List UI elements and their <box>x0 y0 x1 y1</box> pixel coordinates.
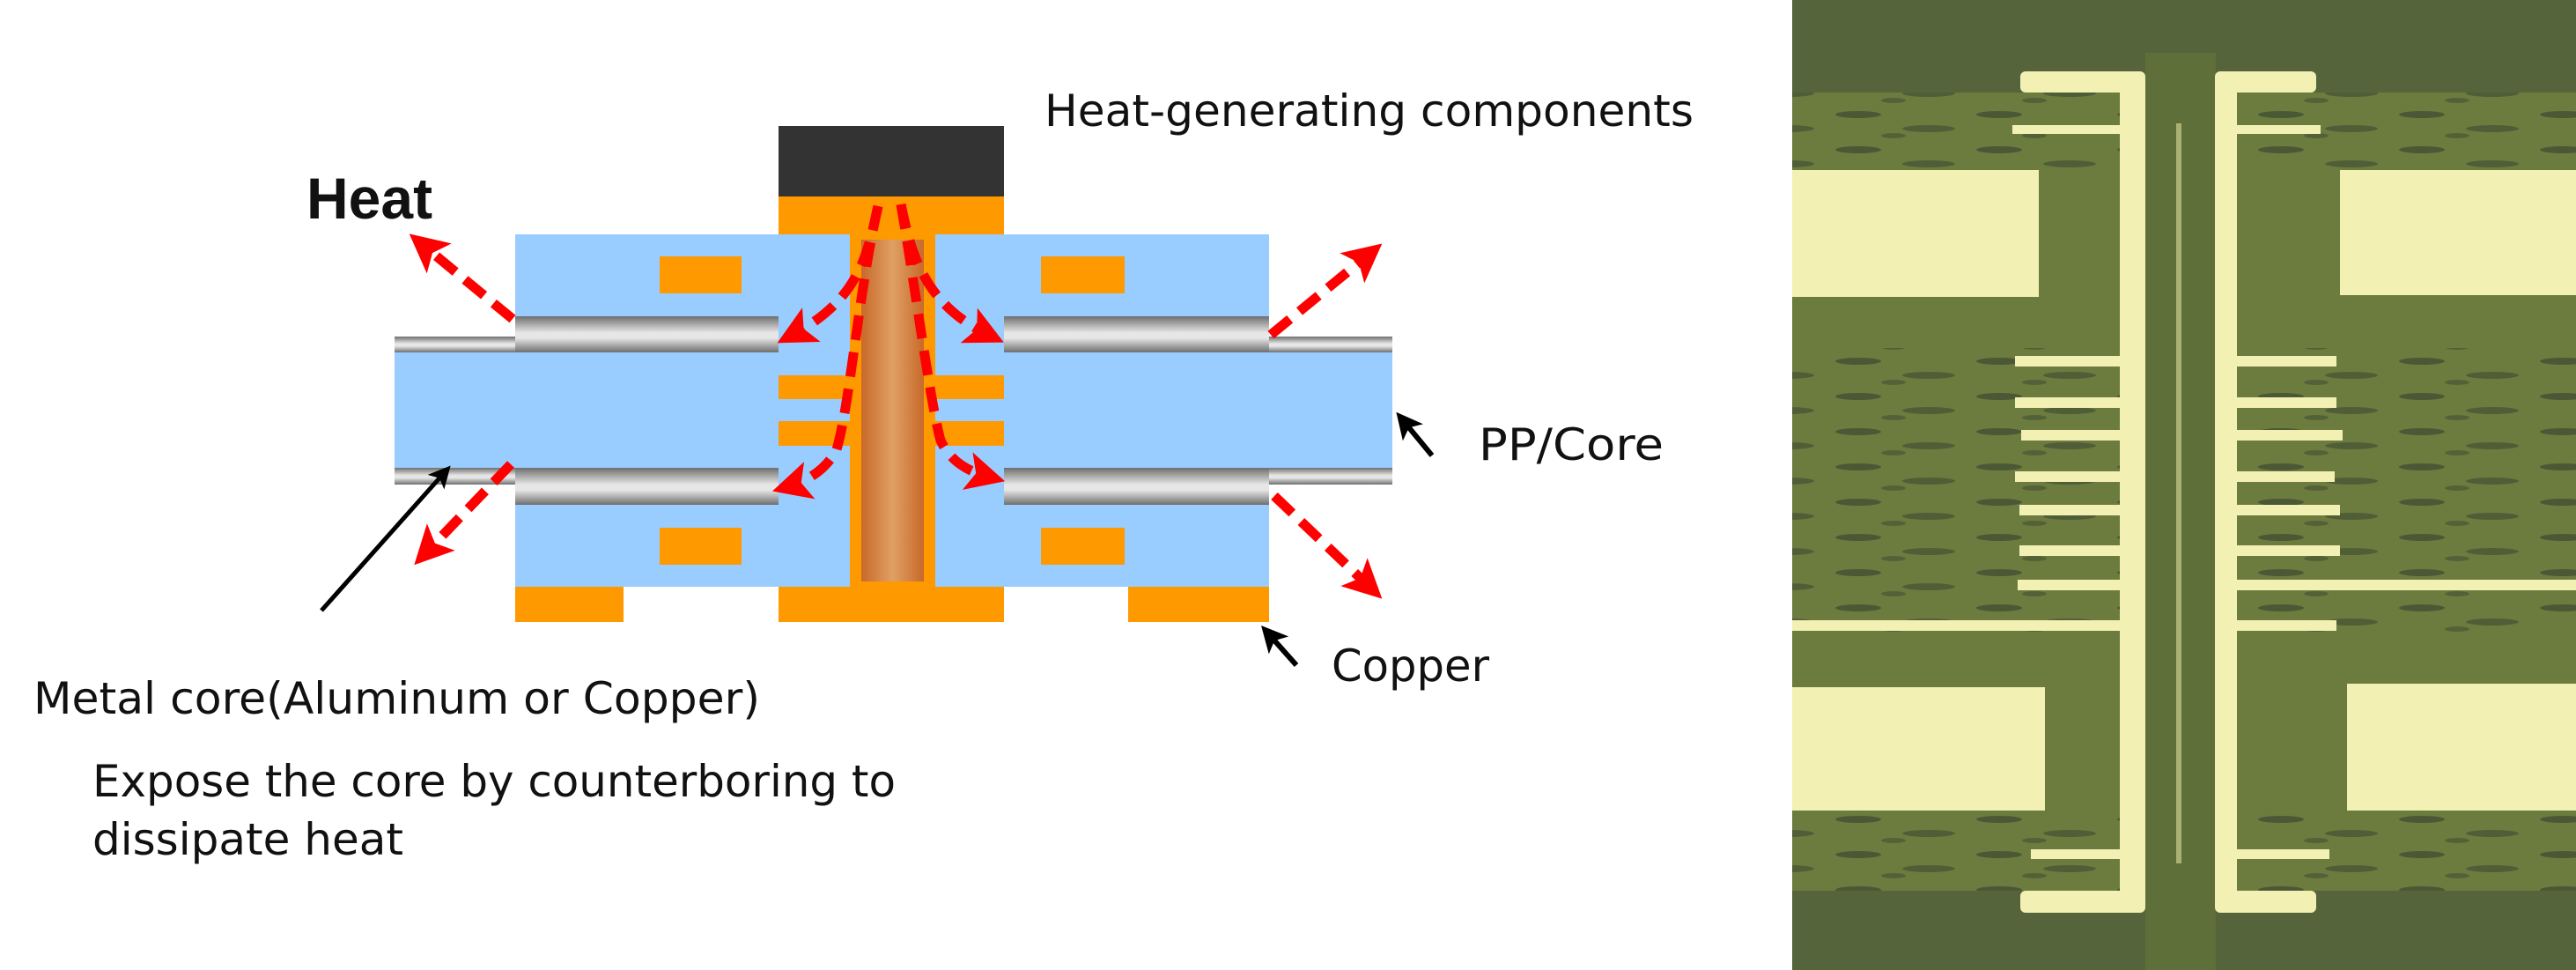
upper-inner-copper-left <box>660 256 742 293</box>
heat-flow-arrows <box>409 203 1383 599</box>
copper-plane-lower-right <box>2347 684 2576 811</box>
counterbore-note-line1: Expose the core by counterboring to <box>92 756 896 807</box>
heat-arrow-via-lower-left <box>771 204 883 500</box>
pointer-arrow-copper <box>1261 626 1299 667</box>
component-copper-pad <box>779 196 1004 234</box>
metal-core-label: Metal core(Aluminum or Copper) <box>33 673 760 724</box>
upper-via-dielectric-right <box>935 316 1004 352</box>
copper-plane-upper-left <box>1792 170 2039 297</box>
heat-arrow-upper-left <box>409 233 516 323</box>
heat-arrow-lower-left <box>414 461 514 566</box>
upper-metal-core-right-outer <box>1269 337 1392 352</box>
heat-generating-component <box>779 126 1004 196</box>
lower-inner-copper-left <box>660 528 742 565</box>
lower-metal-core-left-outer <box>395 468 515 485</box>
copper-plane-lower-left <box>1792 687 2045 811</box>
inner-traces-left <box>1792 125 2120 859</box>
upper-metal-core-left-inner <box>515 316 779 352</box>
via-plating-right <box>2215 71 2316 913</box>
inner-traces-right <box>2237 125 2576 859</box>
cross-section-micrograph <box>1792 0 2576 970</box>
upper-metal-core-left-outer <box>395 337 515 352</box>
via-plating-left <box>2020 71 2145 913</box>
lower-metal-core-left-inner <box>515 468 779 505</box>
drill-hole-streak <box>2176 123 2181 863</box>
counterbore-note-line2: dissipate heat <box>92 814 403 865</box>
heat-arrow-upper-right <box>1267 243 1383 339</box>
bottom-copper-pad-left <box>515 587 624 622</box>
heat-arrow-lower-right <box>1271 492 1383 599</box>
heat-generating-components-label: Heat-generating components <box>1044 85 1694 137</box>
mcpcb-heat-diagram: Heat Heat-generating components PP/Core … <box>33 85 1694 865</box>
heat-arrow-via-lower-right <box>896 204 1006 490</box>
bottom-copper-pad-center <box>779 587 1004 622</box>
lower-metal-core-right-inner <box>1004 468 1269 505</box>
upper-via-dielectric-left <box>779 316 850 352</box>
upper-metal-core-right-inner <box>1004 316 1269 352</box>
copper-plane-upper-right <box>2340 170 2576 295</box>
upper-inner-copper-right <box>1041 256 1125 293</box>
pp-core-label: PP/Core <box>1479 419 1664 470</box>
lower-metal-core-right-outer <box>1269 468 1392 485</box>
copper-label: Copper <box>1332 640 1489 692</box>
lower-inner-copper-right <box>1041 528 1125 565</box>
heat-label: Heat <box>306 166 432 231</box>
bottom-copper-pad-right <box>1128 587 1269 622</box>
pointer-arrow-pp-core <box>1396 411 1435 457</box>
pointer-arrow-metal-core <box>320 465 451 612</box>
